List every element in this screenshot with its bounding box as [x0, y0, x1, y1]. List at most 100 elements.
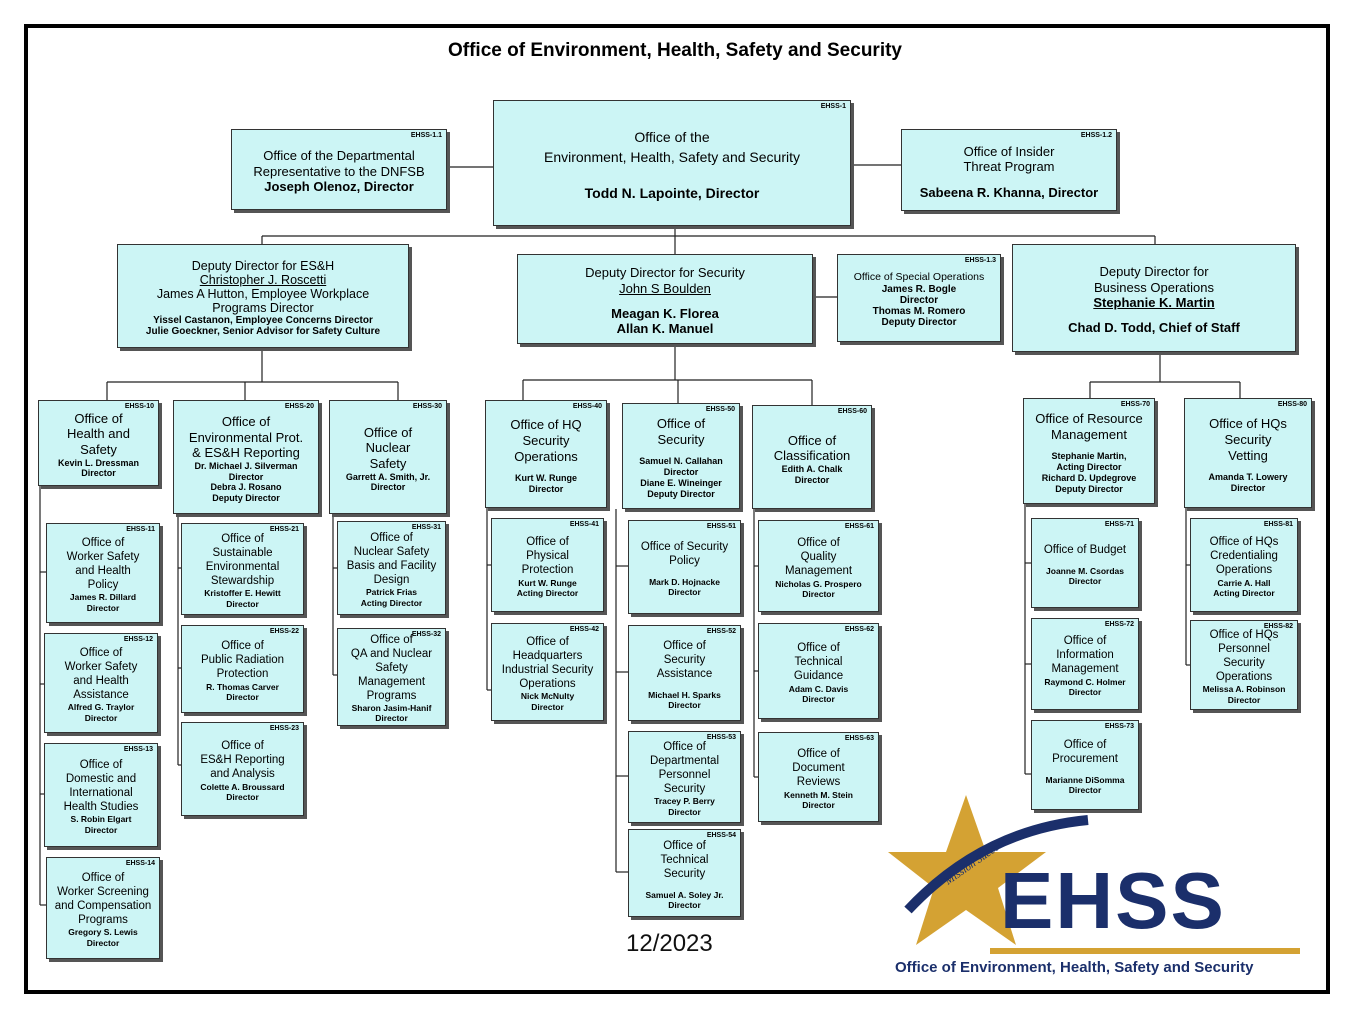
office-name-line: Office of [370, 532, 413, 545]
person-line: Alfred G. Traylor [67, 702, 135, 713]
person-line: Yissel Castanon, Employee Concerns Direc… [153, 314, 373, 326]
person-line: Diane E. Wineinger [640, 477, 722, 488]
office-name-line: Office of [663, 840, 706, 853]
office-name-line: Christopher J. Roscetti [199, 272, 327, 287]
person-line [1032, 558, 1138, 566]
person-line: Director [802, 588, 835, 599]
person-line: Director [531, 701, 564, 712]
person-line: Julie Goeckner, Senior Advisor for Safet… [145, 326, 381, 337]
box-code: EHSS-41 [569, 521, 599, 528]
office-name-line: Programs Director [212, 300, 314, 315]
box-code: EHSS-42 [569, 626, 599, 633]
office-name-line: Office of [79, 647, 123, 660]
office-name-line: and Health [73, 674, 129, 687]
person-line: Director [86, 602, 120, 613]
logo-tagline: Office of Environment, Health, Safety an… [895, 959, 1254, 976]
person-line: Stephanie Martin, [1051, 451, 1127, 462]
office-name-line: QA and Nuclear [350, 648, 433, 661]
office-name-line: Office of the Departmental [263, 148, 415, 164]
person-line: Director [528, 483, 564, 494]
office-name-line: Office of [1063, 635, 1107, 648]
office-name-line: Document [792, 761, 845, 774]
person-line: Meagan K. Florea [611, 305, 719, 321]
person-line: Deputy Director [1055, 483, 1123, 494]
person-line: Kristoffer E. Hewitt [204, 588, 281, 599]
person-line: Garrett A. Smith, Jr. [345, 471, 431, 482]
person-line [1024, 443, 1154, 452]
office-name-line: Deputy Director for Security [585, 265, 745, 281]
person-line: Carrie A. Hall [1217, 577, 1271, 588]
box-code: EHSS-50 [705, 406, 735, 413]
office-name-line: Environmental [205, 560, 280, 573]
person-line: Chad D. Todd, Chief of Staff [1068, 320, 1240, 336]
office-name-line: Programs [78, 913, 128, 926]
office-name-line: Office of [81, 872, 125, 885]
office-name-line: Security [522, 433, 570, 449]
person-line: Mark D. Hojnacke [649, 576, 720, 587]
person-line: Director [668, 899, 701, 910]
person-line: Edith A. Chalk [781, 463, 843, 474]
person-line: Kevin L. Dressman [57, 457, 140, 468]
office-name-line: Office of Special Operations [853, 271, 985, 284]
office-name-line: Credentialing [1210, 549, 1278, 562]
logo-gold-bar [990, 948, 1300, 954]
box-code: EHSS-12 [123, 636, 153, 643]
office-name-line: Quality [800, 550, 837, 563]
person-line: Director [663, 467, 699, 478]
office-name-line: Office of [787, 432, 837, 448]
box-code: EHSS-11 [126, 526, 155, 533]
office-name-line: Office of [221, 740, 264, 753]
box-code: EHSS-31 [411, 524, 441, 531]
office-name-line: Operations [519, 677, 576, 690]
office-name-line: Office of [656, 416, 706, 432]
person-line: Director [668, 699, 701, 710]
office-name-line: Sustainable [212, 547, 273, 560]
office-name-line: Environment, Health, Safety and Security [543, 149, 801, 166]
person-line: Kurt W. Runge [518, 577, 577, 588]
box-code: EHSS-10 [124, 403, 154, 410]
person-line: Deputy Director [881, 316, 957, 328]
office-name-line: Assistance [73, 688, 129, 701]
office-name-line: Programs [366, 689, 417, 702]
box-code: EHSS-13 [123, 746, 153, 753]
person-line: Kenneth M. Stein [784, 789, 853, 800]
office-name-line: Domestic and [65, 773, 137, 786]
person-line: Director [226, 598, 259, 609]
office-name-line: Office of [797, 748, 840, 761]
office-name-line: Headquarters [512, 650, 583, 663]
office-name-line: Security [1224, 432, 1272, 448]
office-name-line: Office of [663, 640, 706, 653]
box-code: EHSS-53 [706, 734, 736, 741]
person-line: Marianne DiSomma [1045, 774, 1125, 785]
office-name-line: Worker Safety [64, 661, 138, 674]
swoosh-icon [904, 815, 1089, 914]
office-name-line: Procurement [1052, 752, 1118, 765]
office-name-line: Operations [1215, 670, 1273, 683]
office-name-line: Office of HQs [1209, 416, 1287, 432]
office-name-line: Technical [660, 853, 709, 866]
office-name-line: Environmental Prot. [188, 429, 304, 445]
office-name-line: Office of [663, 741, 706, 754]
person-line: Tracey P. Berry [654, 796, 715, 807]
box-code: EHSS-14 [125, 860, 155, 867]
person-line: Director [668, 806, 701, 817]
box-code: EHSS-54 [706, 832, 736, 839]
person-line: Director [84, 712, 118, 723]
office-name-line: Protection [216, 667, 269, 680]
person-line: Director [802, 799, 835, 810]
box-code: EHSS-21 [269, 526, 299, 533]
person-line: S. Robin Elgart [70, 814, 132, 825]
person-line: Samuel A. Soley Jr. [645, 889, 724, 900]
person-line: Director [1068, 686, 1102, 697]
office-name-line: Office of [74, 410, 123, 426]
office-name-line: Management [1051, 427, 1127, 443]
person-line: Todd N. Lapointe, Director [584, 184, 760, 201]
